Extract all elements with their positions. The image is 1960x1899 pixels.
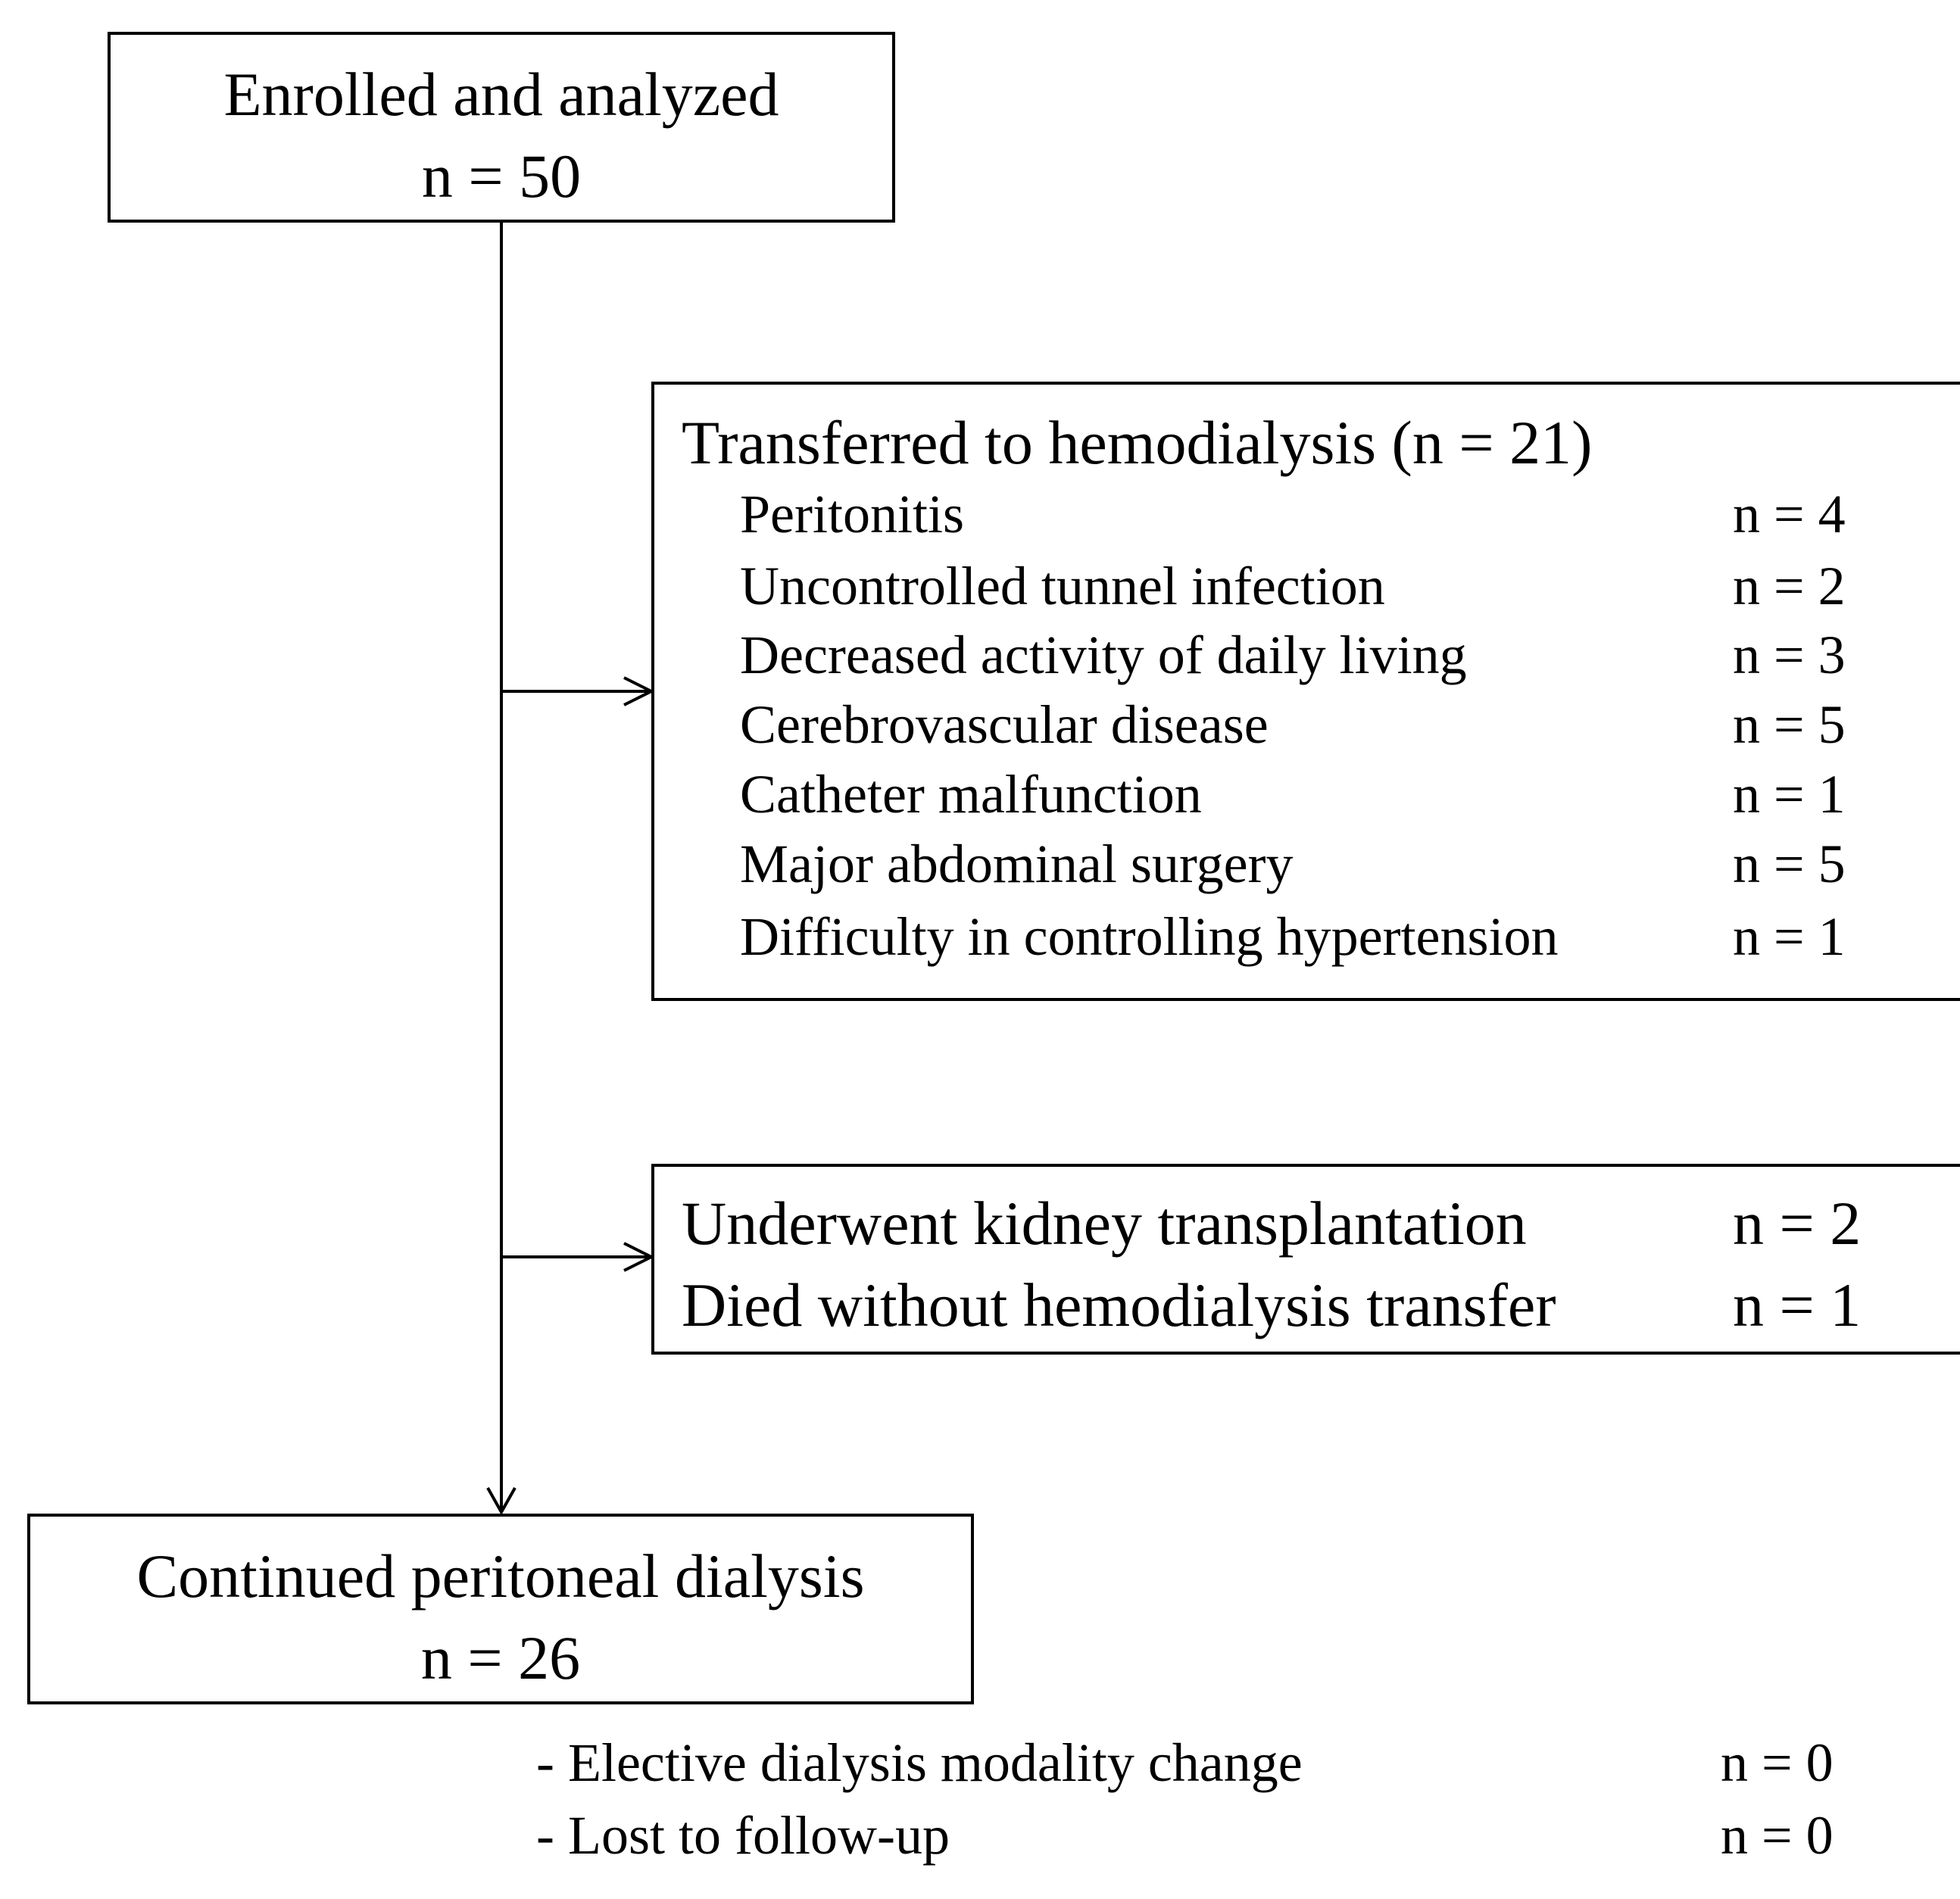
reason-label: Cerebrovascular disease bbox=[740, 694, 1269, 755]
arrowhead-to-continued bbox=[486, 1487, 517, 1516]
reason-count: n = 1 bbox=[1733, 906, 1846, 967]
reason-count: n = 2 bbox=[1733, 556, 1846, 616]
reason-label: Major abdominal surgery bbox=[740, 834, 1294, 894]
continued-title: Continued peritoneal dialysis bbox=[136, 1542, 865, 1611]
reason-count: n = 5 bbox=[1733, 834, 1846, 894]
other-exits-box bbox=[651, 1164, 1960, 1355]
enrolled-box: Enrolled and analyzed n = 50 bbox=[108, 32, 895, 223]
note-label: - Elective dialysis modality change bbox=[536, 1732, 1303, 1793]
reason-label: Catheter malfunction bbox=[740, 764, 1202, 825]
reason-label: Uncontrolled tunnel infection bbox=[740, 556, 1385, 616]
enrolled-count: n = 50 bbox=[421, 142, 582, 210]
transferred-title: Transferred to hemodialysis (n = 21) bbox=[682, 408, 1593, 477]
exit-count: n = 2 bbox=[1733, 1189, 1862, 1258]
reason-count: n = 5 bbox=[1733, 694, 1846, 755]
reason-label: Decreased activity of daily living bbox=[740, 625, 1467, 685]
continued-box: Continued peritoneal dialysis n = 26 bbox=[27, 1514, 974, 1704]
note-count: n = 0 bbox=[1721, 1805, 1834, 1866]
exit-count: n = 1 bbox=[1733, 1271, 1862, 1339]
note-label: - Lost to follow-up bbox=[536, 1805, 950, 1866]
exit-label: Died without hemodialysis transfer bbox=[682, 1271, 1556, 1339]
transferred-box bbox=[651, 382, 1960, 1001]
enrolled-title: Enrolled and analyzed bbox=[223, 60, 779, 129]
note-count: n = 0 bbox=[1721, 1732, 1834, 1793]
exit-label: Underwent kidney transplantation bbox=[682, 1189, 1527, 1258]
reason-label: Peritonitis bbox=[740, 484, 965, 544]
reason-count: n = 4 bbox=[1733, 484, 1846, 544]
continued-count: n = 26 bbox=[420, 1623, 581, 1692]
reason-label: Difficulty in controlling hypertension bbox=[740, 906, 1559, 967]
reason-count: n = 3 bbox=[1733, 625, 1846, 685]
reason-count: n = 1 bbox=[1733, 764, 1846, 825]
